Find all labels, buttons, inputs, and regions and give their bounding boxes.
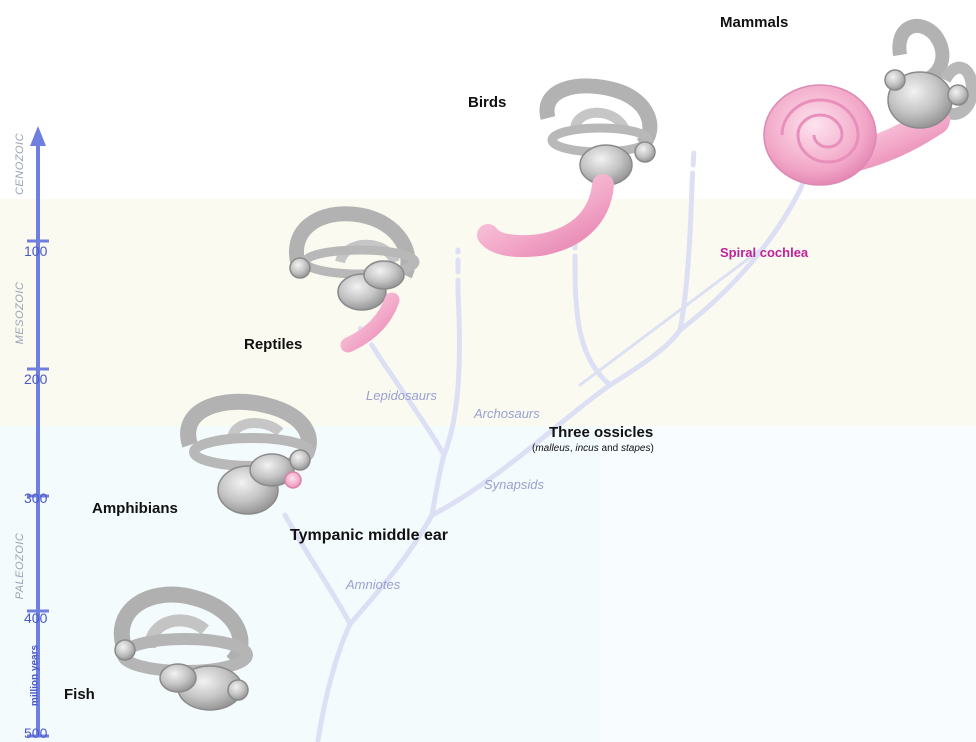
axis-unit-label: million years	[30, 631, 41, 721]
label-amphibians: Amphibians	[92, 500, 178, 517]
axis-tick-300: 300	[24, 490, 47, 506]
label-amniotes: Amniotes	[346, 577, 400, 592]
label-synapsids: Synapsids	[484, 477, 544, 492]
label-lepidosaurs: Lepidosaurs	[366, 388, 437, 403]
ossicles-and: and	[599, 443, 621, 454]
label-tympanic-middle-ear: Tympanic middle ear	[290, 527, 448, 545]
label-three-ossicles: Three ossicles	[549, 424, 653, 441]
ossicle-malleus: malleus	[535, 443, 569, 454]
label-archosaurs: Archosaurs	[474, 406, 540, 421]
label-ossicles-detail: (malleus, incus and stapes)	[532, 443, 654, 454]
ossicle-stapes: stapes	[621, 443, 650, 454]
era-mesozoic: MESOZOIC	[14, 273, 26, 353]
label-birds: Birds	[468, 94, 506, 111]
label-fish: Fish	[64, 686, 95, 703]
axis-tick-100: 100	[24, 243, 47, 259]
era-cenozoic: CENOZOIC	[14, 124, 26, 204]
axis-tick-500: 500	[24, 725, 47, 741]
ossicle-incus: incus	[575, 443, 598, 454]
label-spiral-cochlea: Spiral cochlea	[720, 245, 808, 260]
ossicles-paren-close: )	[650, 443, 653, 454]
axis-tick-400: 400	[24, 610, 47, 626]
axis-tick-200: 200	[24, 371, 47, 387]
label-reptiles: Reptiles	[244, 336, 302, 353]
era-paleozoic: PALEOZOIC	[14, 526, 26, 606]
label-mammals: Mammals	[720, 14, 788, 31]
mammal-ear-illustration	[764, 26, 972, 185]
paleozoic-band-right	[600, 426, 976, 742]
